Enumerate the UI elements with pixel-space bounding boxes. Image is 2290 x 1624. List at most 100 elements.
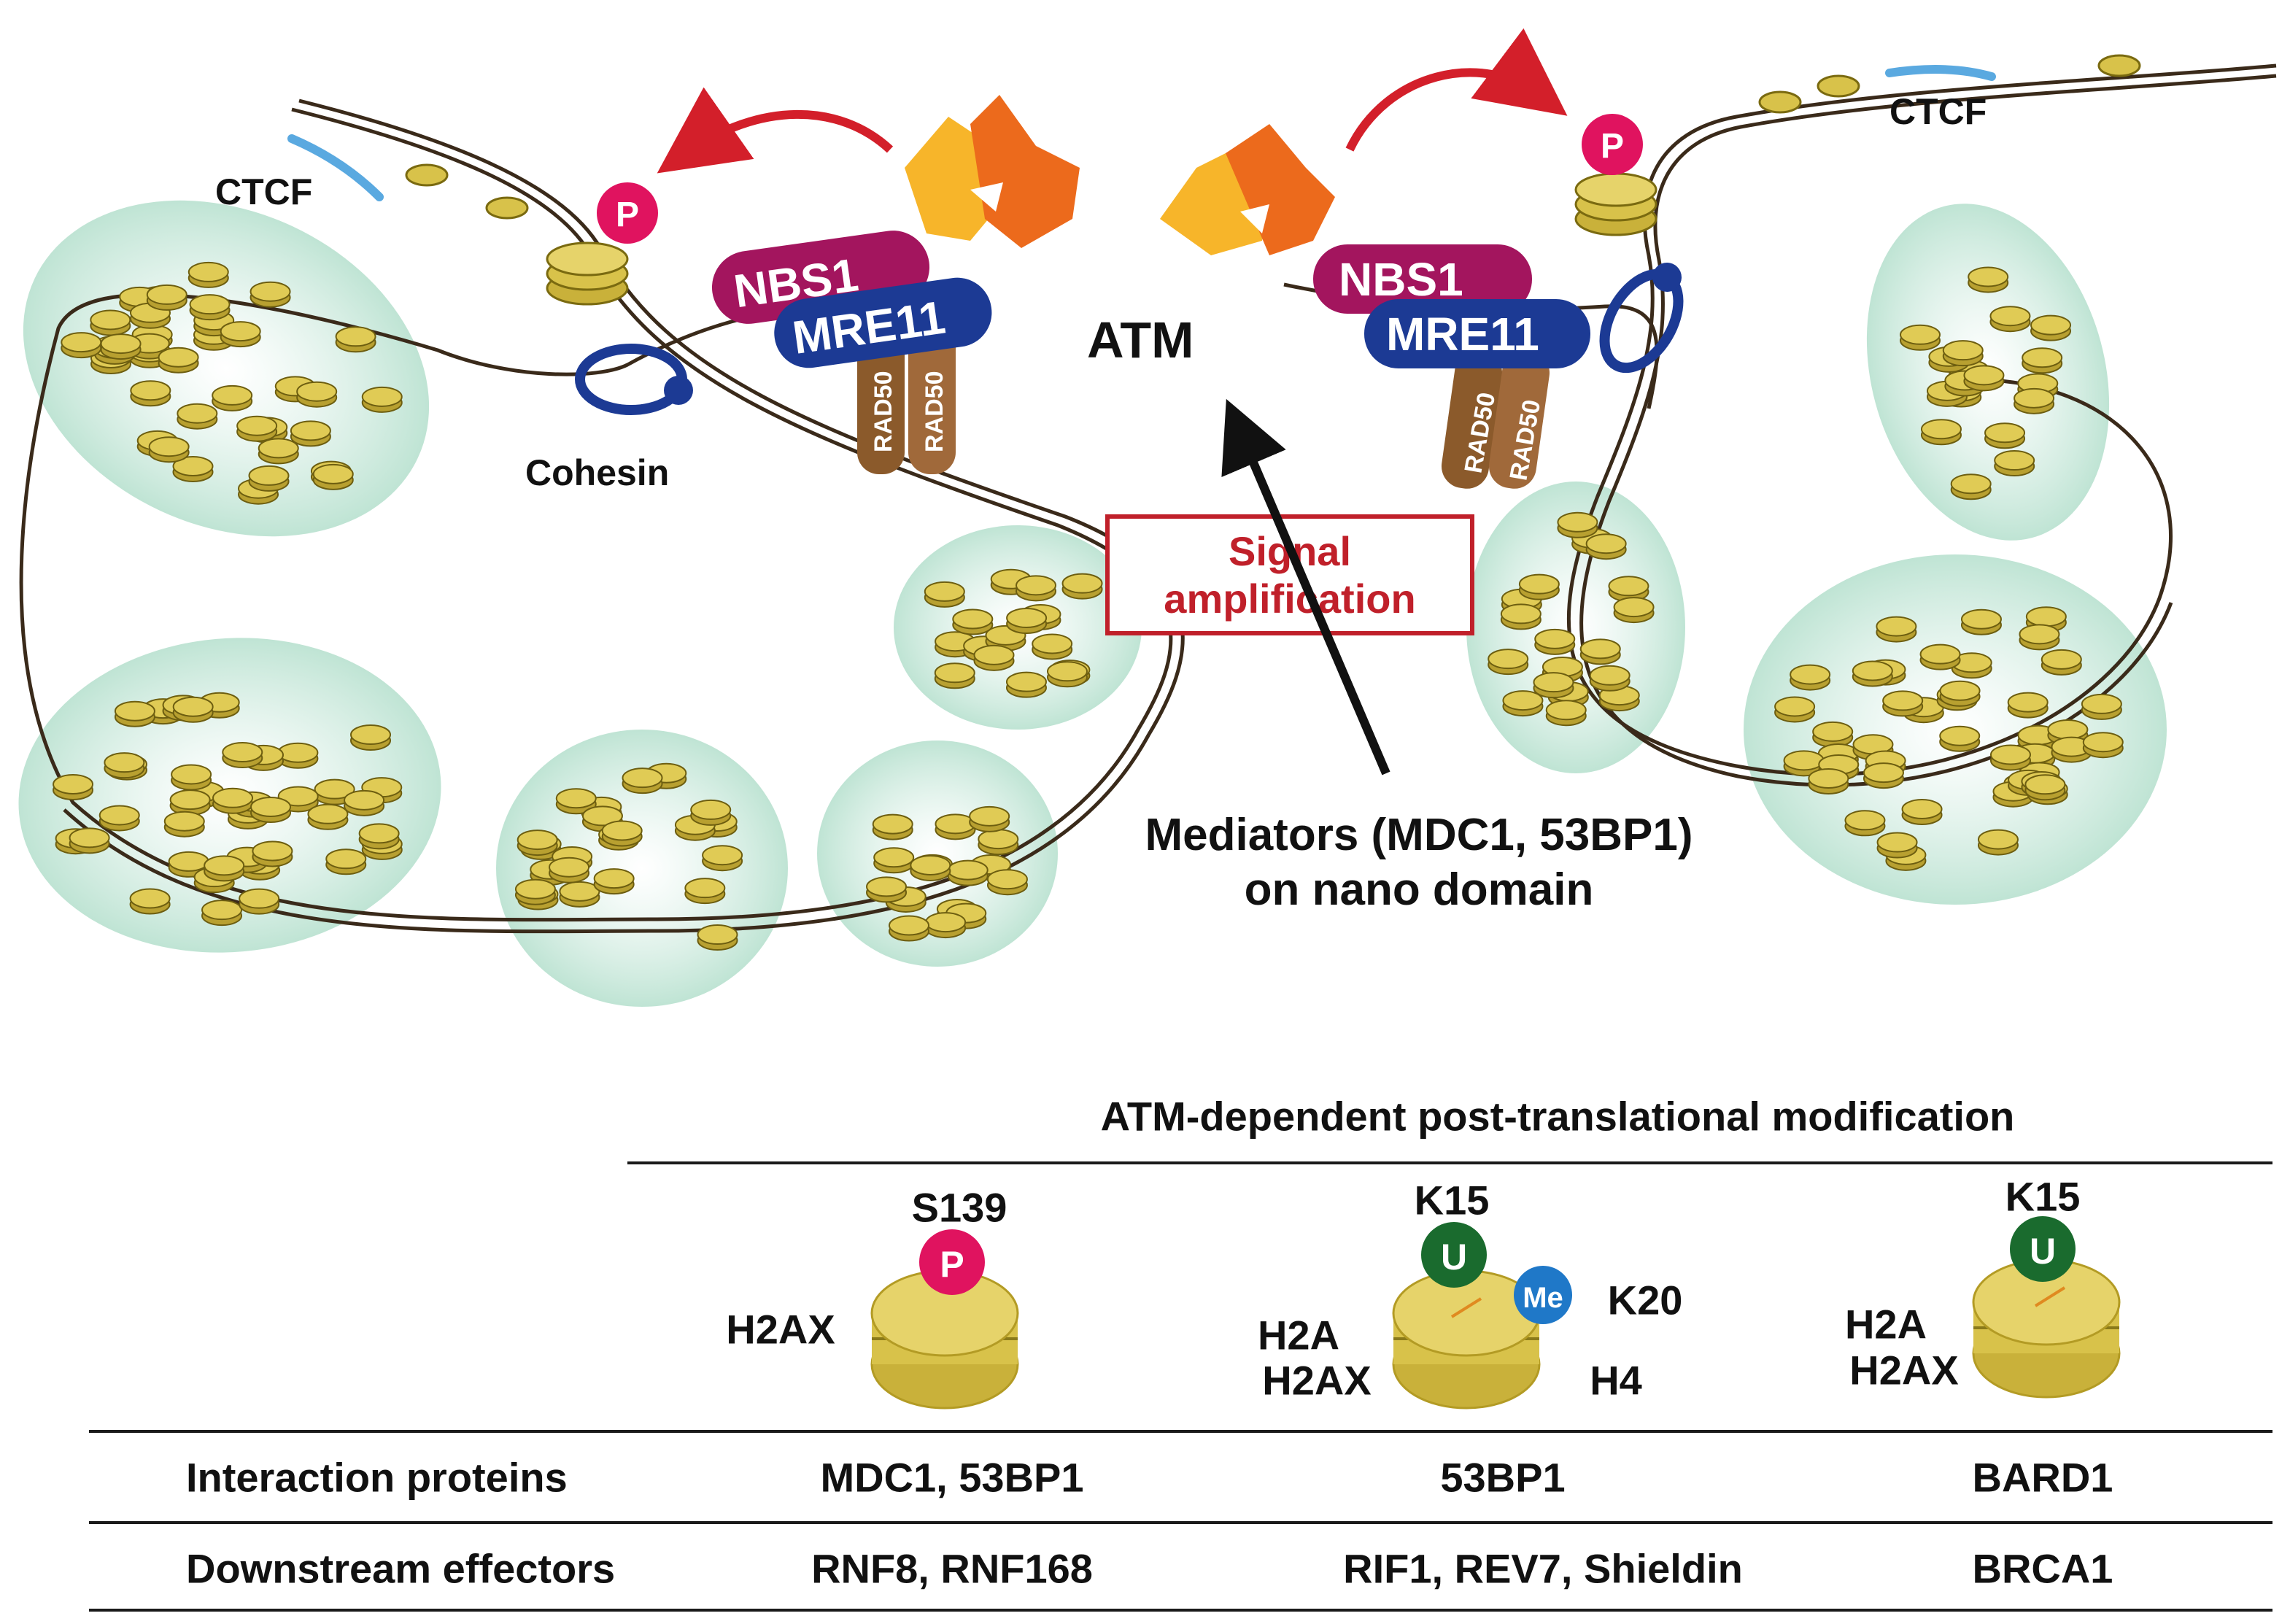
nucleosome-disc <box>910 854 951 875</box>
nucleosome-disc <box>249 281 291 302</box>
signal-amplification-box <box>1105 514 1474 635</box>
mre11-right-label: MRE11 <box>1386 308 1539 360</box>
nucleosome-disc <box>104 752 145 773</box>
ctcf-right-label: CTCF <box>1889 91 1987 132</box>
mrn-complex-right: RAD50 RAD50 NBS1 MRE11 <box>1313 244 1590 489</box>
nucleosome-disc <box>1994 450 2035 471</box>
mediators-line2: on nano domain <box>1245 865 1594 915</box>
stacked-nucleosome-left <box>546 241 629 306</box>
nano-domains <box>18 200 2167 1007</box>
nucleosome-disc <box>2081 693 2122 714</box>
nucleosome-disc <box>358 823 400 844</box>
nucleosome-disc <box>53 773 94 794</box>
nucleosome-disc <box>252 840 293 862</box>
rad50-right-a <box>1441 350 1503 489</box>
nucleosome-disc <box>1579 638 1621 660</box>
nucleosome-disc <box>90 309 131 330</box>
nucleosome-disc <box>1502 690 1544 711</box>
nucleosome-disc <box>622 767 663 789</box>
nucleosome-disc <box>1919 643 1961 665</box>
nucleosome-disc <box>1901 799 1943 820</box>
mediator-arrow <box>1221 398 1390 776</box>
nucleosome-disc <box>2024 774 2066 795</box>
cohesin-ring-right <box>1599 263 1684 374</box>
nucleosome-disc <box>690 799 732 820</box>
nbs1-right-label: NBS1 <box>1339 253 1463 306</box>
nucleosome-disc <box>581 805 623 827</box>
col2-methyl-mark: Me <box>1523 1282 1563 1314</box>
nucleosome-disc <box>1862 762 1904 784</box>
histone-h2ax-icon <box>870 1269 1019 1410</box>
nucleosome-disc <box>2007 692 2049 713</box>
nucleosome-disc <box>344 789 385 811</box>
nucleosome-disc <box>1005 671 1047 692</box>
nucleosome-disc <box>555 788 597 809</box>
nucleosome-disc <box>1968 266 2009 287</box>
phospho-left-circle <box>597 182 658 244</box>
nucleosome-disc <box>1534 628 1576 649</box>
nucleosome-disc <box>969 805 1010 827</box>
nucleosome-disc <box>2082 732 2124 753</box>
cohesin-ring-left <box>575 344 693 415</box>
nucleosome-disc <box>1942 340 1984 361</box>
rad50-left-a-label: RAD50 <box>870 371 897 452</box>
nucleosome-disc <box>2022 347 2063 368</box>
nucleosome-disc <box>1989 744 2031 765</box>
nucleosome-disc <box>1812 721 1854 742</box>
nucleosome-clusters <box>53 261 2124 951</box>
nucleosome-disc <box>873 847 915 868</box>
nucleosome-disc <box>702 845 743 866</box>
nucleosome-disc <box>325 848 367 870</box>
col2-ubiquitin-mark: U <box>1441 1237 1467 1277</box>
nucleosome-disc <box>2041 649 2082 670</box>
nucleosome-disc <box>1920 419 1962 440</box>
nucleosome-disc <box>2047 719 2089 741</box>
nucleosome-disc <box>1488 649 1529 670</box>
nucleosome-disc <box>1939 725 1981 746</box>
phospho-right-circle <box>1582 114 1643 175</box>
nucleosome-disc <box>1557 511 1598 533</box>
stacked-nucleosome-right <box>1574 172 1657 236</box>
nucleosome-disc <box>925 912 967 933</box>
col2-methyl-circle <box>1514 1266 1572 1324</box>
atm-label: ATM <box>1087 312 1194 368</box>
nucleosome-disc <box>220 321 261 342</box>
rad50-right-b <box>1488 350 1550 489</box>
nucleosome-disc <box>98 805 140 826</box>
nucleosome-disc <box>100 333 142 355</box>
mre11-left <box>774 277 992 368</box>
nucleosome-disc <box>1808 767 1849 789</box>
nucleosome-disc <box>1984 422 2026 444</box>
nucleosome-disc <box>1844 810 1886 831</box>
mediators-line1: Mediators (MDC1, 53BP1) <box>1145 810 1693 860</box>
nucleosome-disc <box>1608 576 1649 597</box>
atm-right-icon <box>1160 124 1335 255</box>
nucleosome-disc <box>2014 387 2055 409</box>
nucleosome-disc <box>1545 700 1587 721</box>
nucleosome-disc <box>1518 573 1560 595</box>
nucleosome-disc <box>952 608 994 630</box>
nucleosome-disc <box>1061 573 1103 594</box>
fibre-left-loop <box>19 107 1173 922</box>
nucleosome-disc <box>204 855 245 876</box>
nucleosome-disc <box>1876 616 1917 637</box>
nucleosome-disc <box>1589 665 1631 686</box>
ctcf-right-arc <box>1885 65 1996 81</box>
nucleosome-disc <box>1016 575 1057 596</box>
nucleosome-disc <box>258 438 299 459</box>
nucleosome-disc <box>1900 324 1941 345</box>
nucleosome-disc <box>129 888 171 909</box>
nucleosome-disc <box>177 403 218 424</box>
nucleosome-disc <box>517 830 558 851</box>
domain-top-left <box>23 200 430 537</box>
nucleosome-disc <box>1533 672 1574 693</box>
nucleosome-disc <box>361 386 403 407</box>
col3-ubiquitin-circle <box>2010 1216 2076 1282</box>
red-arrow-left <box>657 87 894 174</box>
nucleosome-disc <box>114 700 155 722</box>
nucleosome-disc <box>148 436 190 457</box>
nucleosome-disc <box>866 876 908 897</box>
nucleosome-disc <box>69 827 110 848</box>
nucleosome-disc <box>1963 365 2005 386</box>
